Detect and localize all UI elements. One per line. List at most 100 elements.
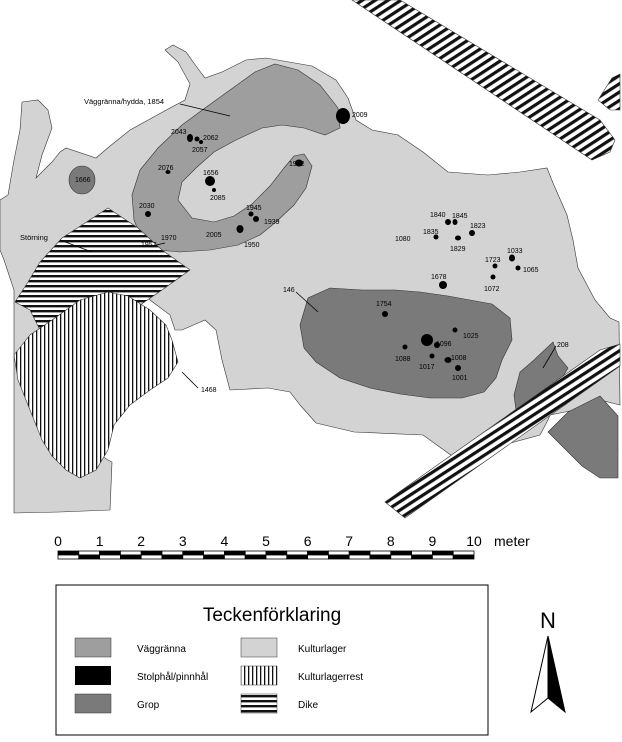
post-hole-1072 bbox=[490, 274, 496, 280]
scale-tick-0: 0 bbox=[54, 533, 62, 549]
scale-segment-top-12 bbox=[307, 550, 329, 556]
post-hole-1008 bbox=[444, 357, 452, 363]
label-1008: 1008 bbox=[451, 355, 467, 362]
post-hole-1945 bbox=[248, 211, 254, 217]
north-arrow: N bbox=[530, 608, 566, 714]
post-hole-2009 bbox=[336, 108, 350, 124]
scale-segment-bottom-14 bbox=[348, 554, 371, 560]
post-hole-2030 bbox=[145, 211, 151, 217]
label-1992: 1992 bbox=[289, 161, 305, 168]
post-hole-1992 bbox=[295, 159, 303, 167]
scale-segment-top-5 bbox=[161, 550, 184, 556]
label-storning: Störning bbox=[20, 233, 48, 242]
north-label: N bbox=[540, 608, 556, 633]
legend-label-vaggranna: Väggränna bbox=[137, 644, 186, 655]
label-1033: 1033 bbox=[507, 248, 523, 255]
post-hole-1088 bbox=[402, 344, 408, 350]
label-2005: 2005 bbox=[206, 232, 222, 239]
label-2076: 2076 bbox=[158, 165, 174, 172]
legend-swatch-grop bbox=[74, 693, 112, 714]
post-holes bbox=[145, 108, 521, 371]
scale-segment-bottom-9 bbox=[244, 554, 267, 560]
label-1823: 1823 bbox=[470, 223, 486, 230]
scale-segment-bottom-17 bbox=[411, 554, 433, 560]
legend-swatch-kulturlagerrest bbox=[240, 665, 278, 686]
scale-segment-bottom-6 bbox=[182, 554, 205, 560]
scale-segment-top-13 bbox=[327, 550, 350, 556]
legend-title: Teckenförklaring bbox=[203, 605, 341, 626]
scale-segment-bottom-10 bbox=[265, 554, 288, 560]
post-hole-2057 bbox=[199, 140, 203, 144]
label-1950: 1950 bbox=[244, 242, 260, 249]
legend-swatch-stolphal bbox=[75, 666, 111, 685]
label-1065: 1065 bbox=[523, 267, 539, 274]
post-hole-2076 bbox=[165, 170, 171, 174]
post-hole-1001 bbox=[455, 365, 461, 371]
scale-segment-bottom-12 bbox=[307, 554, 329, 560]
scale-segment-top-15 bbox=[369, 550, 392, 556]
post-hole-1065 bbox=[515, 265, 521, 271]
dike-strip-right bbox=[597, 73, 621, 111]
legend-label-dike: Dike bbox=[298, 700, 318, 711]
label-1096: 1096 bbox=[436, 341, 452, 348]
scale-tick-4: 4 bbox=[221, 533, 229, 549]
cultural-layer-remnant bbox=[13, 291, 179, 479]
post-hole-2005 bbox=[236, 225, 244, 233]
scale-segment-top-14 bbox=[348, 550, 371, 556]
post-hole-1096 bbox=[421, 334, 433, 346]
scale-segment-bottom-18 bbox=[431, 554, 454, 560]
pit-corner bbox=[547, 395, 619, 479]
label-1080: 1080 bbox=[395, 236, 411, 243]
north-arrow-right-half bbox=[547, 635, 566, 714]
post-hole-1033 bbox=[509, 254, 515, 262]
post-hole-2062 bbox=[194, 136, 200, 142]
post-hole-1823 bbox=[469, 230, 475, 236]
scale-tick-7: 7 bbox=[345, 533, 353, 549]
scale-segment-bottom-19 bbox=[452, 554, 475, 560]
scale-segment-top-2 bbox=[99, 550, 121, 556]
post-hole-1845 bbox=[452, 219, 458, 225]
label-1025: 1025 bbox=[463, 333, 479, 340]
post-hole-1678 bbox=[439, 281, 447, 289]
legend-swatch-dike bbox=[240, 693, 278, 714]
label-1939: 1939 bbox=[264, 219, 280, 226]
post-hole-1025 bbox=[452, 327, 458, 333]
scale-segment-bottom-13 bbox=[327, 554, 350, 560]
post-hole-1017 bbox=[429, 353, 435, 359]
wall-trench bbox=[131, 63, 341, 253]
legend-label-grop: Grop bbox=[137, 700, 160, 711]
post-hole-1835 bbox=[433, 234, 439, 240]
label-1840: 1840 bbox=[430, 212, 446, 219]
label-2057: 2057 bbox=[192, 147, 208, 154]
label-146: 146 bbox=[283, 287, 295, 294]
legend-label-kulturlager: Kulturlager bbox=[298, 644, 347, 655]
scale-segment-top-19 bbox=[452, 550, 475, 556]
label-208: 208 bbox=[557, 342, 569, 349]
label-1088: 1088 bbox=[395, 356, 411, 363]
scale-segment-bottom-5 bbox=[161, 554, 184, 560]
scale-segment-bottom-4 bbox=[140, 554, 163, 560]
scale-segment-top-7 bbox=[203, 550, 225, 556]
label-2043: 2043 bbox=[171, 129, 187, 136]
label-1666: 1666 bbox=[75, 177, 91, 184]
label-2030: 2030 bbox=[139, 203, 155, 210]
legend-swatch-vaggranna bbox=[74, 637, 112, 658]
scale-segment-top-9 bbox=[244, 550, 267, 556]
label-1468: 1468 bbox=[201, 387, 217, 394]
scale-segment-bottom-16 bbox=[390, 554, 412, 560]
label-1970: 1970 bbox=[161, 235, 177, 242]
scale-segment-top-11 bbox=[286, 550, 308, 556]
scale-segment-bottom-2 bbox=[99, 554, 121, 560]
label-1723: 1723 bbox=[485, 257, 501, 264]
label-vaggranna-hydda: Väggränna/hydda, 1854 bbox=[84, 97, 164, 106]
leader-lines bbox=[59, 103, 557, 389]
scale-tick-6: 6 bbox=[304, 533, 312, 549]
scale-segment-top-0 bbox=[57, 550, 80, 556]
label-1017: 1017 bbox=[419, 364, 435, 371]
scale-segments bbox=[57, 550, 475, 560]
post-hole-2043 bbox=[187, 134, 193, 142]
post-hole-1939 bbox=[253, 216, 259, 222]
scale-segment-top-18 bbox=[431, 550, 454, 556]
scale-segment-bottom-1 bbox=[78, 554, 101, 560]
